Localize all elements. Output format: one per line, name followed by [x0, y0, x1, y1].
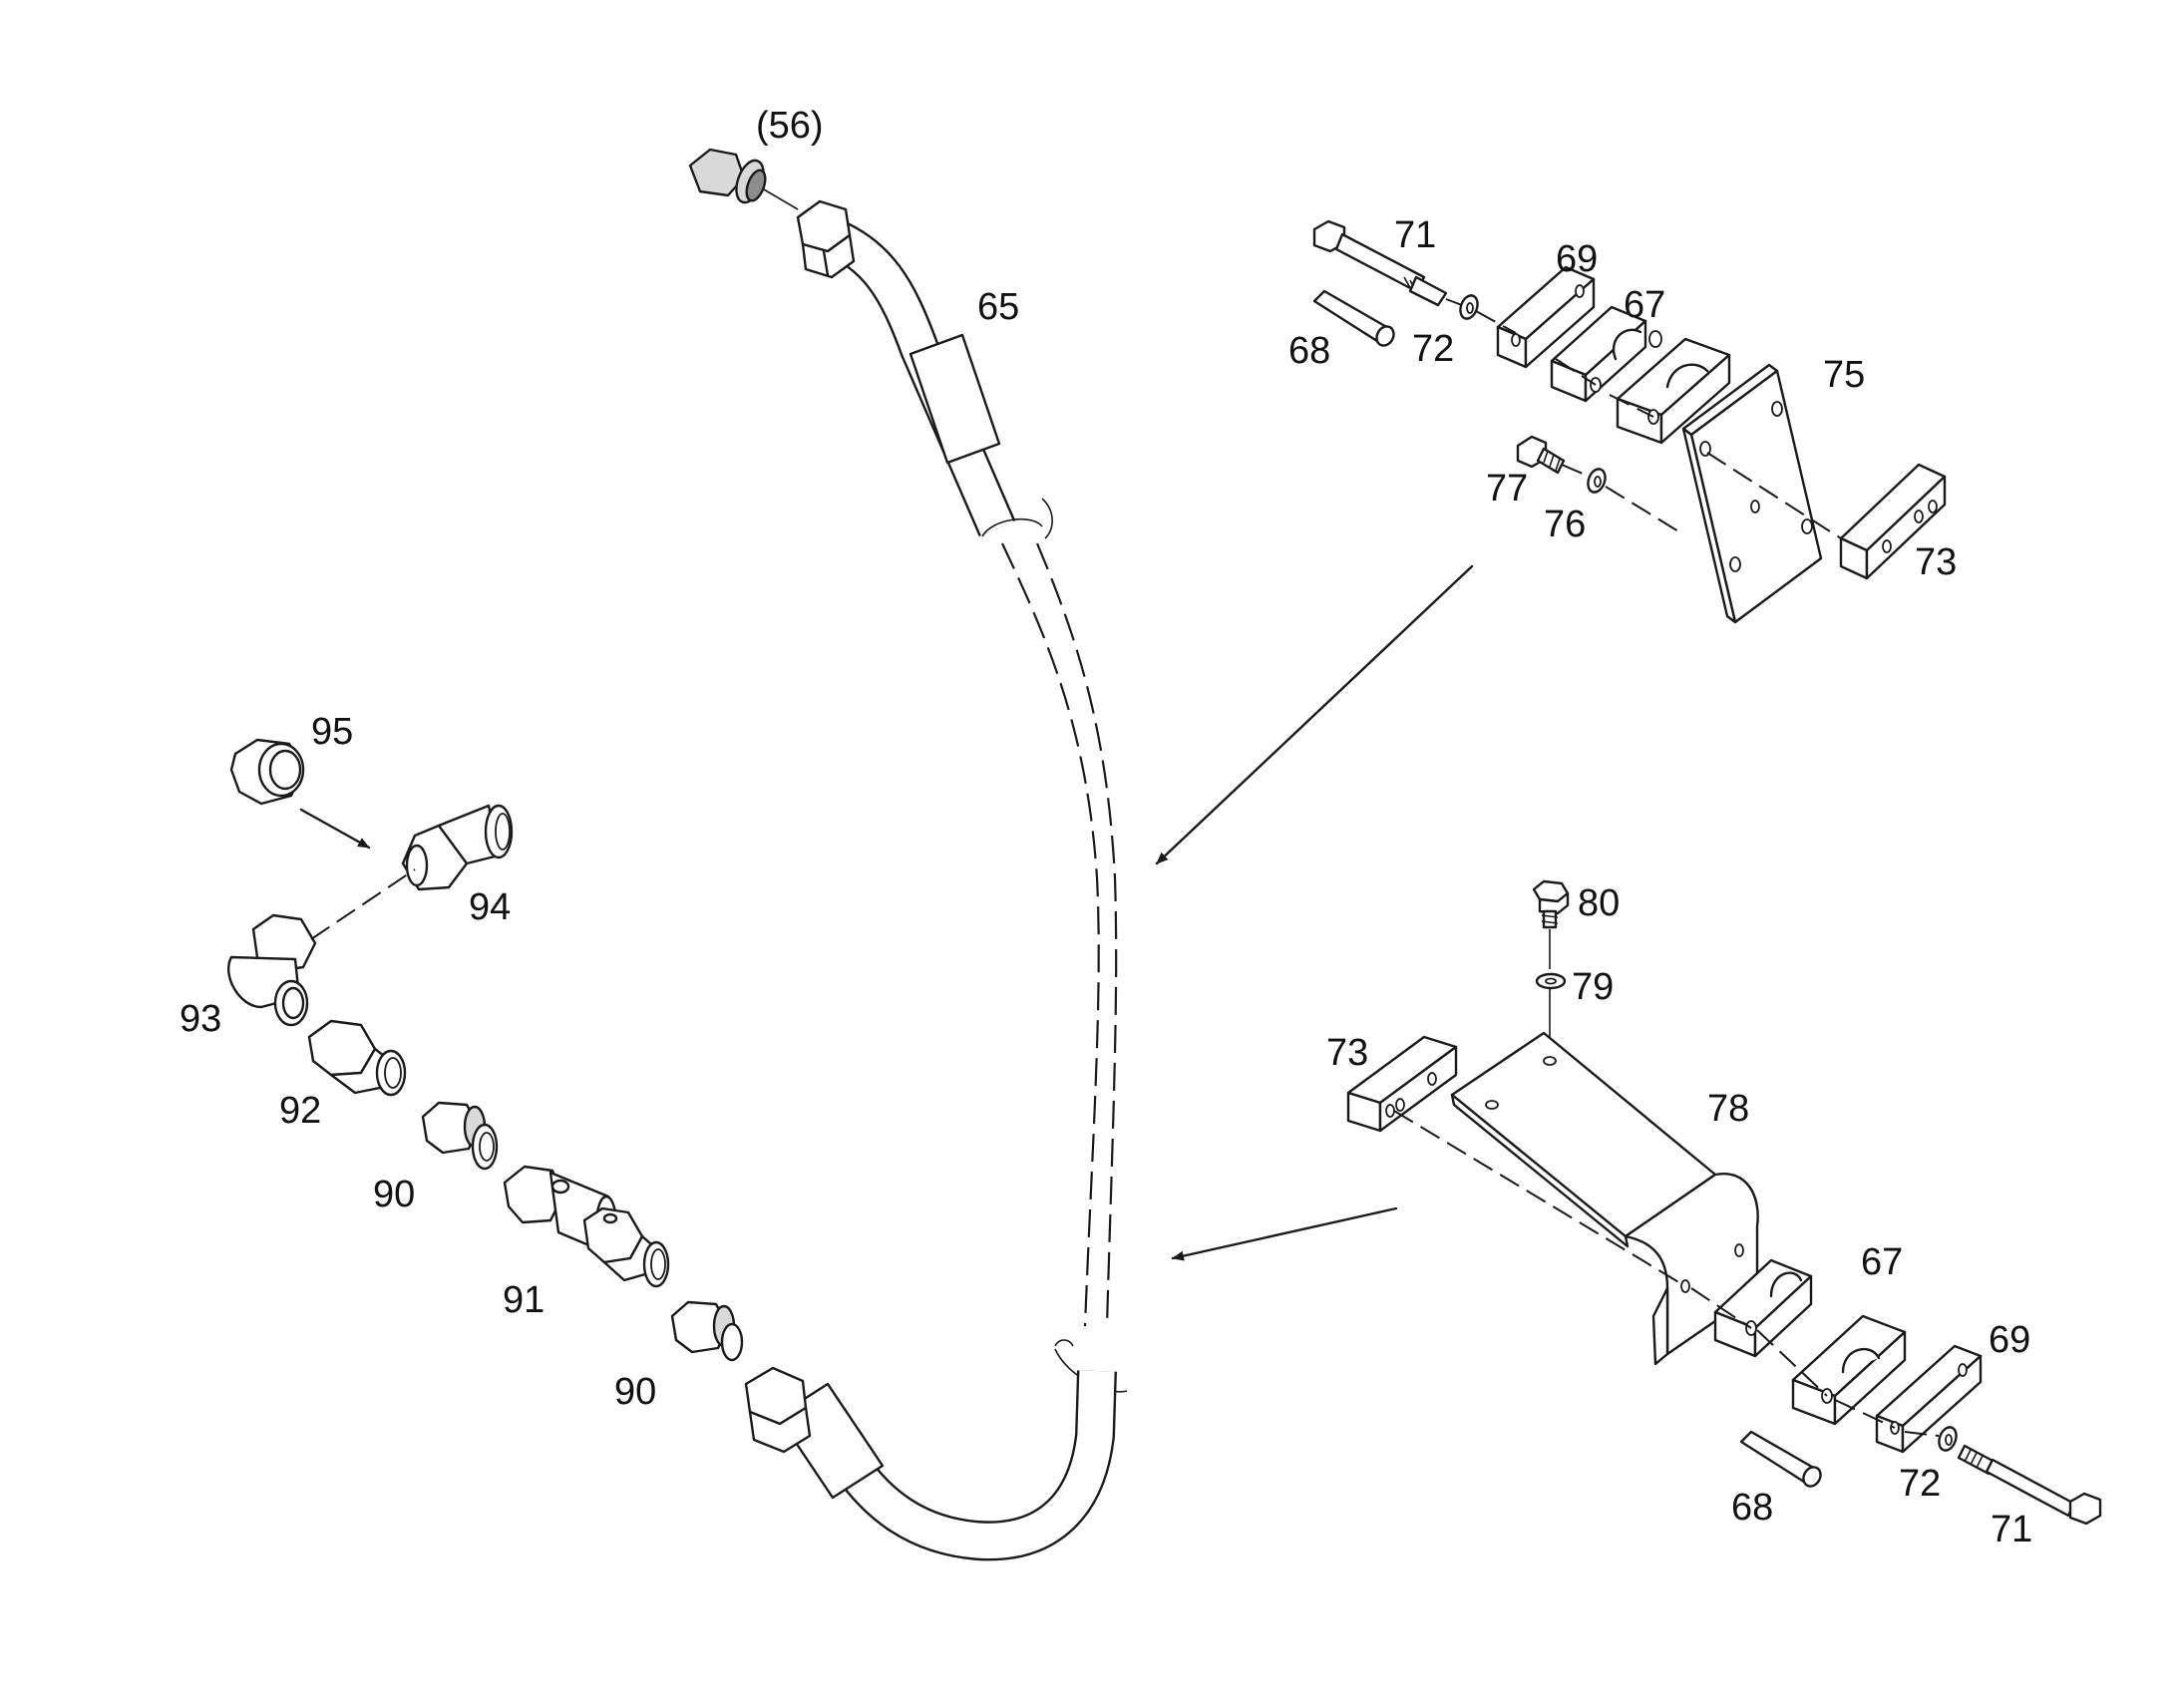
ball-valve-91 — [503, 1165, 670, 1288]
plate-69-lower — [1875, 1344, 1983, 1454]
label-80: 80 — [1578, 882, 1620, 924]
label-90-upper: 90 — [373, 1174, 415, 1215]
bracket-78 — [1450, 1031, 1759, 1366]
label-75: 75 — [1823, 354, 1865, 396]
label-95: 95 — [311, 711, 353, 753]
label-69-lower: 69 — [1989, 1319, 2030, 1361]
hose-nut-upper — [796, 199, 856, 279]
label-73-lower: 73 — [1326, 1032, 1368, 1074]
label-76: 76 — [1544, 504, 1586, 545]
washer-79 — [1535, 972, 1567, 990]
label-67-lower: 67 — [1861, 1241, 1903, 1283]
screw-77 — [1516, 435, 1566, 475]
label-72-lower: 72 — [1899, 1463, 1941, 1505]
label-91: 91 — [503, 1279, 545, 1321]
clamp-67-lower-b — [1791, 1314, 1907, 1426]
hose-65 — [776, 216, 1128, 1561]
pin-68-lower — [1739, 1430, 1822, 1488]
label-78: 78 — [1707, 1088, 1749, 1130]
label-56: (56) — [756, 105, 824, 147]
bar-73-upper — [1839, 463, 1947, 580]
fitting-56 — [688, 148, 799, 210]
nipple-90-lower — [670, 1300, 744, 1362]
elbow-93 — [227, 913, 317, 1027]
bolt-71-upper — [1312, 219, 1448, 307]
label-92: 92 — [279, 1090, 321, 1132]
bar-73-lower — [1346, 1035, 1458, 1133]
coupling-92 — [307, 1019, 407, 1097]
clamp-67-lower-a — [1713, 1258, 1813, 1358]
label-68-lower: 68 — [1731, 1487, 1773, 1529]
label-71-upper: 71 — [1394, 214, 1436, 256]
washer-72-lower — [1938, 1426, 1958, 1452]
label-93: 93 — [180, 998, 221, 1040]
label-65: 65 — [977, 286, 1019, 328]
bolt-71-lower — [1957, 1444, 2102, 1526]
label-68-upper: 68 — [1288, 330, 1330, 372]
clamp-67-upper-a — [1550, 305, 1662, 403]
washer-76 — [1587, 468, 1607, 494]
label-67-upper: 67 — [1624, 284, 1665, 326]
label-69-upper: 69 — [1556, 238, 1598, 280]
plate-69-upper — [1496, 265, 1596, 369]
label-94: 94 — [469, 886, 511, 928]
hose-nut-lower — [744, 1366, 812, 1454]
plate-75 — [1681, 363, 1823, 624]
label-79: 79 — [1572, 966, 1614, 1008]
label-71-lower: 71 — [1991, 1509, 2032, 1550]
pin-68-upper — [1312, 289, 1395, 347]
label-73-upper: 73 — [1915, 541, 1957, 583]
label-90-lower: 90 — [614, 1371, 656, 1413]
hose-sleeve-upper — [908, 333, 1001, 465]
nut-95 — [229, 738, 305, 806]
label-72-upper: 72 — [1412, 328, 1454, 370]
clamp-67-upper-b — [1616, 337, 1731, 445]
screw-80 — [1532, 879, 1570, 929]
nipple-90-upper — [421, 1101, 499, 1171]
washer-72-upper — [1459, 294, 1479, 320]
label-77: 77 — [1486, 468, 1528, 510]
adaptor-94 — [401, 804, 514, 891]
